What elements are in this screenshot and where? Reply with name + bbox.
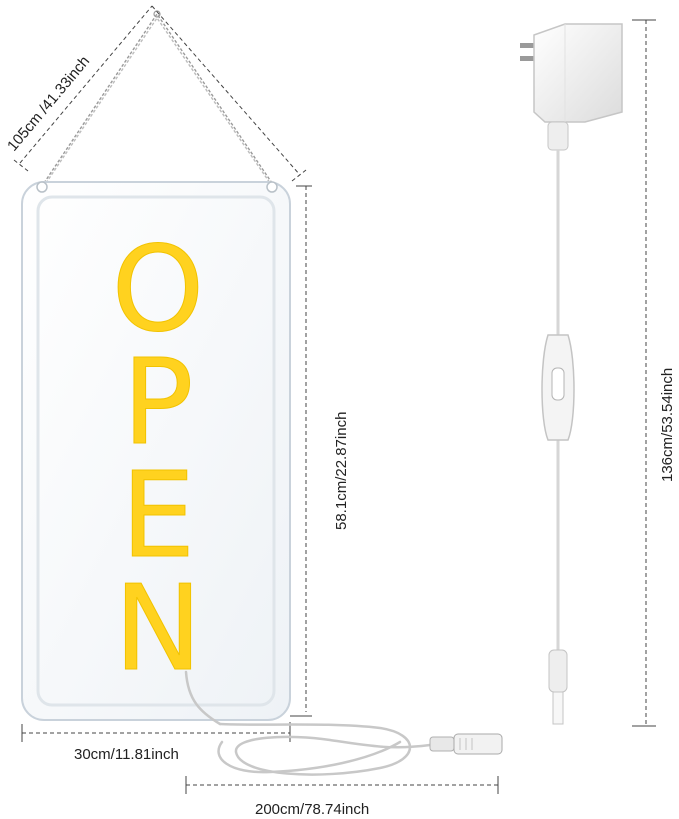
sign-height-label: 58.1cm/22.87inch <box>333 412 350 530</box>
sign-letter-p: P <box>122 333 193 471</box>
cable-connector <box>429 733 503 755</box>
power-adapter <box>520 23 623 151</box>
dc-plug <box>548 649 568 725</box>
adapter-length-label: 136cm/53.54inch <box>659 368 676 482</box>
chain-dimension-line <box>13 5 307 182</box>
hanging-chain <box>43 12 273 184</box>
sign-letter-o: O <box>112 220 205 358</box>
sign-cable <box>184 670 432 776</box>
sign-letter-e: E <box>121 446 196 584</box>
sign-width-label: 30cm/11.81inch <box>74 746 179 763</box>
mount-hole-left <box>36 181 48 193</box>
sign-height-dimension-line <box>290 185 312 717</box>
sign-panel <box>21 181 291 721</box>
cable-length-dimension-line <box>185 776 499 794</box>
open-text: O P E N <box>111 220 205 698</box>
inline-switch <box>541 334 575 441</box>
mount-hole-right <box>266 181 278 193</box>
adapter-length-dimension-line <box>632 19 656 727</box>
sign-letter-n: N <box>114 559 202 697</box>
switch-toggle <box>551 367 565 401</box>
chain-length-label: 105cm /41.33inch <box>4 53 93 155</box>
cable-length-label: 200cm/78.74inch <box>255 801 369 818</box>
